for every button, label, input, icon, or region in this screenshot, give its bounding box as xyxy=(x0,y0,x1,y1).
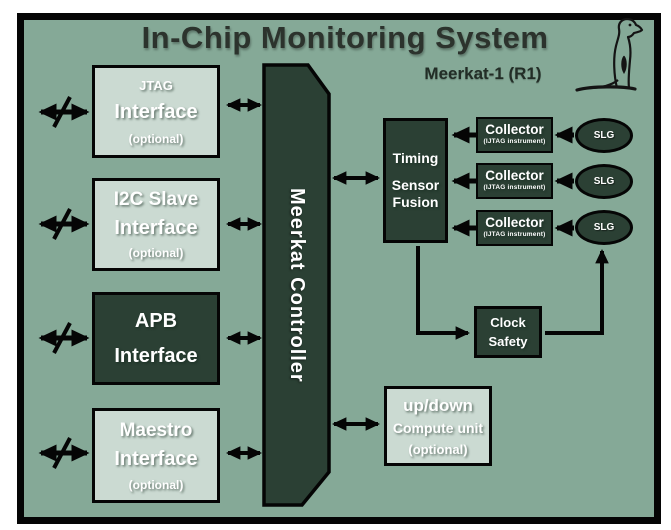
page-title: In-Chip Monitoring System xyxy=(141,20,549,55)
compute-line: Compute unit xyxy=(392,420,484,436)
block-clock-safety: Clock Safety xyxy=(474,306,542,358)
clock-safety-line: Safety xyxy=(488,334,528,350)
block-jtag-interface: JTAG Interface (optional) xyxy=(92,65,220,158)
block-name: I2C Slave xyxy=(113,189,199,210)
collector-subtitle: (IJTAG instrument) xyxy=(483,184,546,192)
slg-label: SLG xyxy=(593,130,615,141)
collector-subtitle: (IJTAG instrument) xyxy=(483,138,546,146)
controller-label: Meerkat Controller xyxy=(286,187,308,383)
block-type: Interface xyxy=(114,345,198,368)
node-slg-1: SLG xyxy=(575,118,633,153)
compute-line: up/down xyxy=(403,395,473,415)
block-note: (optional) xyxy=(128,131,184,146)
fusion-line: Timing xyxy=(392,149,439,166)
block-note: (optional) xyxy=(128,477,184,492)
slg-label: SLG xyxy=(593,222,615,233)
block-note: (optional) xyxy=(128,246,184,260)
clock-safety-line: Clock xyxy=(490,314,526,330)
model-label: Meerkat-1 (R1) xyxy=(424,64,542,83)
collector-label: Collector xyxy=(485,122,544,138)
collector-subtitle: (IJTAG instrument) xyxy=(483,231,546,239)
block-name: Maestro xyxy=(119,419,193,441)
slg-label: SLG xyxy=(593,176,615,187)
compute-note: (optional) xyxy=(408,441,468,457)
node-slg-3: SLG xyxy=(575,210,633,245)
collector-label: Collector xyxy=(485,168,544,184)
block-meerkat-controller: Meerkat Controller xyxy=(264,65,329,505)
block-maestro-interface: Maestro Interface (optional) xyxy=(92,408,220,503)
collector-label: Collector xyxy=(485,215,544,231)
block-collector-1: Collector (IJTAG instrument) xyxy=(476,117,553,153)
block-updown-compute-unit: up/down Compute unit (optional) xyxy=(384,386,492,466)
block-type: Interface xyxy=(114,217,198,239)
block-type: Interface xyxy=(114,101,198,123)
block-name: JTAG xyxy=(139,77,173,93)
block-collector-2: Collector (IJTAG instrument) xyxy=(476,163,553,199)
node-slg-2: SLG xyxy=(575,164,633,199)
block-type: Interface xyxy=(114,448,198,470)
block-apb-interface: APB Interface xyxy=(92,292,220,385)
block-i2c-slave-interface: I2C Slave Interface (optional) xyxy=(92,178,220,271)
fusion-line: Sensor xyxy=(391,176,440,193)
block-collector-3: Collector (IJTAG instrument) xyxy=(476,210,553,246)
block-timing-sensor-fusion: Timing Sensor Fusion xyxy=(383,118,448,243)
block-name: APB xyxy=(134,309,178,332)
fusion-line: Fusion xyxy=(392,193,439,210)
